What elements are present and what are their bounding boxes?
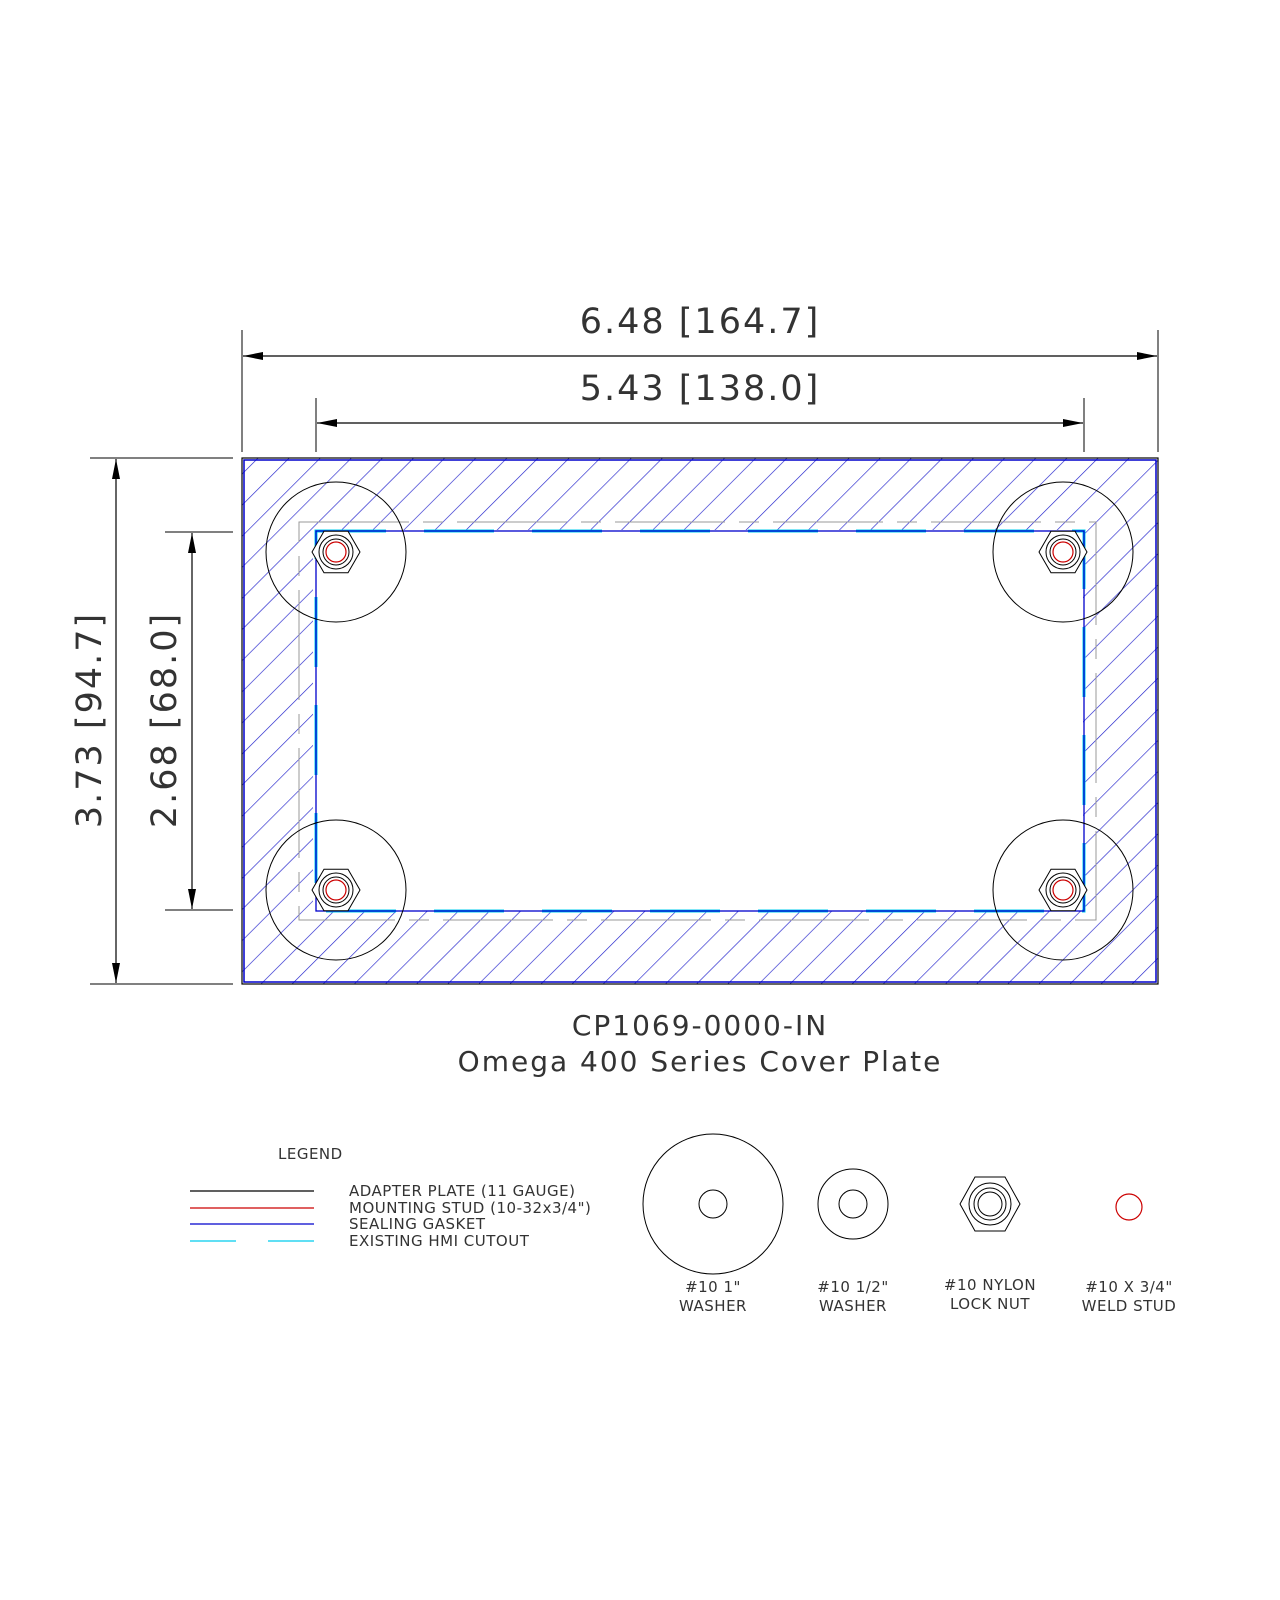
legend-label-adapter-plate: ADAPTER PLATE (11 GAUGE) [349,1182,575,1200]
legend-label-hmi-cutout: EXISTING HMI CUTOUT [349,1232,530,1250]
lock-nut-label-line1: #10 NYLON [944,1276,1036,1294]
small-washer-label-line1: #10 1/2" [817,1278,888,1296]
hardware-small-washer: #10 1/2" WASHER [817,1168,889,1315]
legend-label-sealing-gasket: SEALING GASKET [349,1215,486,1233]
cover-plate [241,457,1159,985]
large-washer-label-line1: #10 1" [685,1278,741,1296]
hardware-weld-stud: #10 X 3/4" WELD STUD [1082,1193,1177,1315]
hardware-large-washer: #10 1" WASHER [642,1133,784,1315]
dimension-overall-width: 6.48 [164.7] [241,302,1159,452]
overall-width-label: 6.48 [164.7] [580,302,821,342]
part-description: Omega 400 Series Cover Plate [458,1045,943,1078]
overall-height-label: 3.73 [94.7] [70,612,110,828]
sealing-gasket-outer [243,459,1157,983]
small-washer-icon [817,1168,889,1240]
legend-label-mounting-stud: MOUNTING STUD (10-32x3/4") [349,1199,591,1217]
hatched-frame [242,458,1158,984]
weld-stud-label-line2: WELD STUD [1082,1297,1177,1315]
hardware-lock-nut: #10 NYLON LOCK NUT [944,1176,1036,1313]
cutout-width-label: 5.43 [138.0] [580,369,821,409]
lock-nut-icon [959,1176,1021,1232]
mounting-stud-top-right [992,481,1134,623]
dimension-cutout-height: 2.68 [68.0] [145,531,233,911]
mounting-stud-bottom-left [265,819,407,961]
part-number: CP1069-0000-IN [572,1009,828,1042]
sealing-gasket-inner [315,530,1085,912]
adapter-plate-outline [241,457,1159,985]
lock-nut-label-line2: LOCK NUT [950,1295,1030,1313]
dimension-overall-height: 3.73 [94.7] [70,457,233,985]
legend-heading: LEGEND [278,1145,343,1163]
weld-stud-icon [1115,1193,1143,1221]
large-washer-label-line2: WASHER [679,1297,747,1315]
large-washer-icon [642,1133,784,1275]
hmi-cutout-outline [314,529,1086,913]
mounting-stud-bottom-right [992,819,1134,961]
legend: LEGEND ADAPTER PLATE (11 GAUGE) MOUNTING… [190,1145,591,1250]
mounting-stud-top-left [265,481,407,623]
cutout-height-label: 2.68 [68.0] [145,612,185,828]
dimension-cutout-width: 5.43 [138.0] [315,369,1085,452]
gasket-inner-outline [298,521,1097,921]
weld-stud-label-line1: #10 X 3/4" [1085,1278,1173,1296]
small-washer-label-line2: WASHER [819,1297,887,1315]
